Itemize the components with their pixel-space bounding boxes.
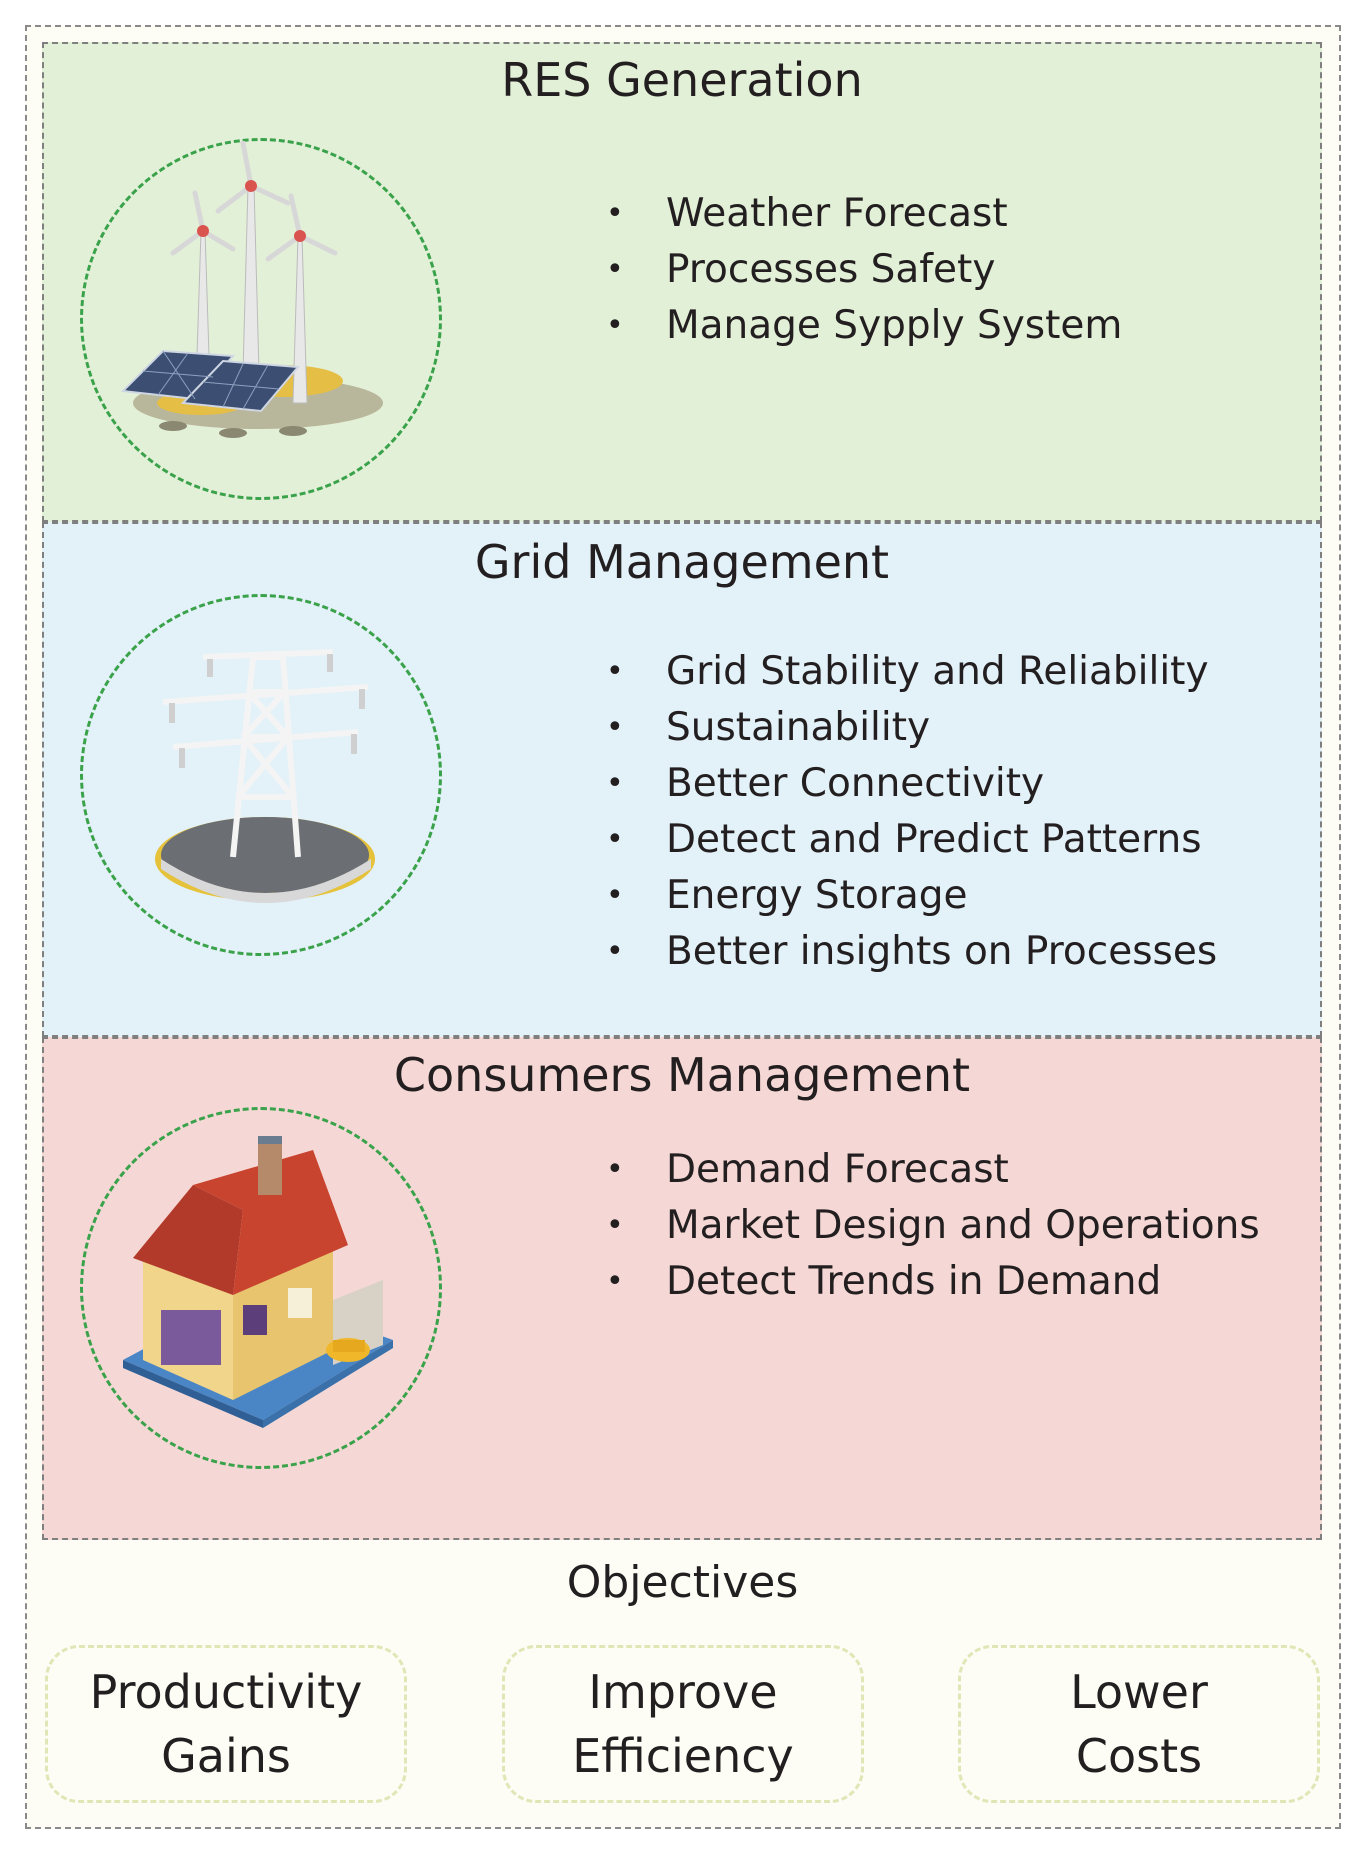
- objective-line: Lower: [1070, 1665, 1208, 1719]
- list-item: Demand Forecast: [594, 1142, 1260, 1198]
- consumers-management-list: Demand Forecast Market Design and Operat…: [594, 1142, 1260, 1310]
- wind-solar-icon: [80, 138, 442, 500]
- list-item: Better insights on Processes: [594, 924, 1217, 980]
- grid-management-list: ​: [594, 562, 666, 618]
- house-icon: [80, 1107, 442, 1469]
- objective-line: Gains: [161, 1729, 291, 1783]
- objective-line: Efficiency: [572, 1729, 794, 1783]
- objective-improve-efficiency: Improve Efficiency: [502, 1645, 864, 1803]
- list-item: Weather Forecast: [594, 186, 1122, 242]
- list-item: Sustainability: [594, 700, 1217, 756]
- list-item: Manage Sypply System: [594, 298, 1122, 354]
- section-title: Grid Management: [474, 535, 890, 589]
- objective-lower-costs: Lower Costs: [958, 1645, 1320, 1803]
- objectives-title: Objectives: [566, 1557, 799, 1608]
- list-item: Detect and Predict Patterns: [594, 812, 1217, 868]
- objective-line: Improve: [588, 1665, 778, 1719]
- section-title: RES Generation: [501, 53, 863, 107]
- res-generation-list: Weather Forecast Processes Safety Manage…: [594, 186, 1122, 354]
- objective-productivity-gains: Productivity Gains: [45, 1645, 407, 1803]
- objective-line: Productivity: [89, 1665, 363, 1719]
- grid-management-list: Grid Stability and Reliability Sustainab…: [594, 644, 1217, 980]
- section-res-generation: RES Generation: [42, 42, 1322, 522]
- objective-line: Costs: [1075, 1729, 1203, 1783]
- list-item: Market Design and Operations: [594, 1198, 1260, 1254]
- list-item: Grid Stability and Reliability: [594, 644, 1217, 700]
- section-consumers-management: Consumers Management Demand Forecast Mar: [42, 1037, 1322, 1540]
- list-item: Processes Safety: [594, 242, 1122, 298]
- transmission-tower-icon: [80, 594, 442, 956]
- section-grid-management: Grid Management ​: [42, 522, 1322, 1037]
- section-title: Consumers Management: [393, 1048, 971, 1102]
- list-item: Better Connectivity: [594, 756, 1217, 812]
- list-item: Detect Trends in Demand: [594, 1254, 1260, 1310]
- list-item: Energy Storage: [594, 868, 1217, 924]
